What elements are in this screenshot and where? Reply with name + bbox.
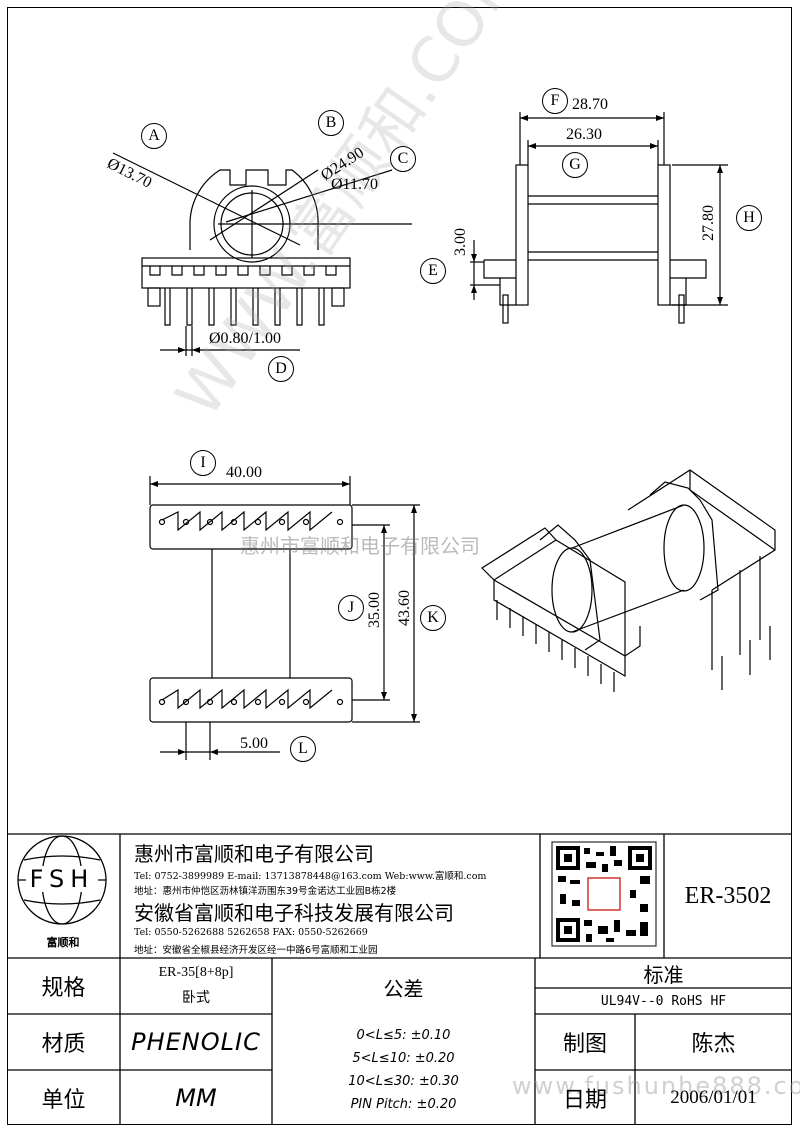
dim-value-f: 28.70 [572, 96, 608, 113]
dim-letter-k: K [420, 605, 446, 631]
dim-value-h: 27.80 [700, 205, 717, 241]
bottom-view [149, 476, 420, 760]
dim-letter-l: L [290, 736, 316, 762]
unit-value: MM [175, 1083, 217, 1112]
watermark-center: 惠州市富顺和电子有限公司 [240, 534, 480, 558]
company1-contact: Tel: 0752-3899989 E-mail: 13713878448@16… [134, 871, 487, 882]
material-value: PHENOLIC [131, 1028, 261, 1056]
tolerance-item: PIN Pitch: ±0.20 [350, 1097, 457, 1112]
spec-value-model: ER-35[8+8p] [158, 965, 234, 980]
qr-code-icon [551, 841, 657, 947]
dim-value-l: 5.00 [240, 735, 268, 752]
watermark-bottom: www.fushunhe888.com [512, 1072, 800, 1100]
dim-letter-j: J [338, 595, 364, 621]
company2-address: 地址：安徽省全椒县经济开发区经一中路6号富顺和工业园 [134, 945, 378, 956]
standard-label: 标准 [643, 962, 684, 987]
isometric-view [481, 469, 776, 692]
drawn-label: 制图 [562, 1032, 607, 1057]
title-block-grid [7, 833, 792, 1125]
dim-value-e: 3.00 [452, 228, 469, 256]
part-number: ER-3502 [684, 882, 772, 909]
tolerance-item: 5<L≤10: ±0.20 [352, 1051, 455, 1066]
dim-value-g: 26.30 [566, 126, 602, 143]
date-value: 2006/01/01 [670, 1086, 757, 1108]
company1-name: 惠州市富顺和电子有限公司 [134, 842, 374, 866]
dim-letter-b: B [318, 110, 344, 136]
tolerance-list: 0<L≤5: ±0.10 5<L≤10: ±0.20 10<L≤30: ±0.3… [272, 1024, 535, 1116]
dim-letter-i: I [190, 450, 216, 476]
tolerance-label: 公差 [383, 976, 424, 1001]
dim-letter-a: A [141, 123, 167, 149]
spec-label: 规格 [41, 976, 86, 1001]
company2-contact: Tel: 0550-5262688 5262658 FAX: 0550-5262… [134, 927, 368, 938]
logo-text: FSH [26, 866, 98, 892]
tolerance-item: 10<L≤30: ±0.30 [348, 1074, 459, 1089]
drawing-sheet [7, 7, 792, 1125]
date-label: 日期 [562, 1087, 607, 1113]
company1-address: 地址：惠州市仲恺区沥林镇洋沥围东39号金诺达工业园B栋2楼 [134, 886, 397, 897]
spec-value-orientation: 卧式 [182, 990, 210, 1006]
side-view [470, 112, 728, 324]
dim-letter-e: E [420, 258, 446, 284]
dim-value-i: 40.00 [226, 464, 262, 481]
dim-letter-f: F [542, 88, 568, 114]
dim-value-j: 35.00 [366, 592, 383, 628]
dim-value-d: Ø0.80/1.00 [209, 330, 281, 347]
drawn-value: 陈杰 [691, 1032, 736, 1057]
standard-value: UL94V--0 RoHS HF [600, 993, 727, 1009]
dim-letter-g: G [562, 152, 588, 178]
unit-label: 单位 [41, 1087, 86, 1113]
company2-name: 安徽省富顺和电子科技发展有限公司 [134, 901, 454, 925]
dim-letter-h: H [736, 205, 762, 231]
dim-value-k: 43.60 [396, 590, 413, 626]
dim-letter-c: C [390, 146, 416, 172]
dim-value-c: Ø11.70 [331, 176, 378, 193]
material-label: 材质 [41, 1032, 86, 1057]
tolerance-item: 0<L≤5: ±0.10 [356, 1028, 451, 1043]
logo-caption: 富顺和 [46, 936, 80, 949]
dim-letter-d: D [268, 356, 294, 382]
